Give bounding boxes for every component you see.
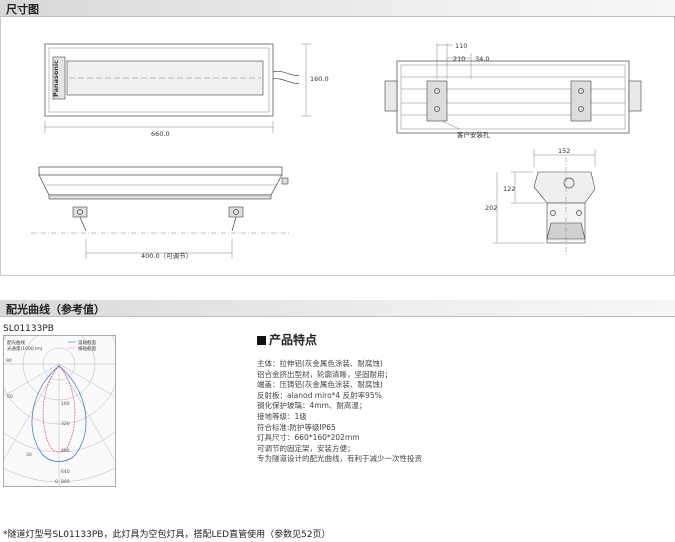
section-title-dimensions: 尺寸图 [6,3,39,16]
dim-110: 110 [455,42,467,50]
polar-ring-160: 160 [61,401,70,407]
feature-item: 反射板：alanod miro*4 反射率95% [257,390,382,400]
end-view: 152 122 202 [485,147,596,257]
feature-item: 端盖：压铸铝(灰金属色涂装、耐腐蚀) [257,380,383,390]
feature-item: 可调节的固定架，安装方便； [257,443,355,453]
technical-drawing-svg: Panasonic 160.0 660.0 [31,42,642,260]
dim-122: 122 [503,185,515,193]
polar-ring-480: 480 [61,448,70,454]
dim-length-660: 660.0 [151,130,170,138]
model-number: SL01133PB [3,324,54,334]
dim-210: 210 [453,55,465,63]
polar-angle-90: 90 [6,358,12,364]
dim-height-160: 160.0 [310,75,329,83]
legend-horizontal: 横轴截面 [78,345,96,352]
polar-ring-640: 640 [61,469,70,475]
feature-item: 铝合金挤出型材，轮廓清晰，坚固耐用； [257,369,392,379]
feature-item: 符合标准:防护等级IP65 [257,422,336,432]
feature-item: 接地等级：1级 [257,411,307,421]
legend-vertical: 竖轴截面 [78,339,96,346]
polar-ring-320: 320 [61,421,70,427]
feature-item: 钢化保护玻璃：4mm、耐高温； [257,401,367,411]
dim-height-202: 202 [485,204,497,212]
polar-angle-0: 0 [55,479,58,485]
brand-label: Panasonic [52,60,60,97]
features-list: 主体：拉伸铝(灰金属色涂装、耐腐蚀) 铝合金挤出型材，轮廓清晰，坚固耐用； 端盖… [257,359,422,465]
side-view: 400.0（可调节） [31,166,291,260]
polar-angle-30: 30 [26,452,32,458]
callout-mounting-hole: 客户安装孔 [457,130,490,139]
polar-angle-60: 60 [7,394,13,400]
front-view: 110 210 34.0 客户安装孔 [384,42,642,139]
dim-width-152: 152 [558,147,570,155]
polar-distribution-diagram: 配光曲线 光通量(1000 lm) 竖轴截面 横轴截面 160 320 480 … [0,245,178,487]
dim-340: 34.0 [475,55,489,63]
section-header-dimensions: 尺寸图 [0,0,675,17]
dim-length-400: 400.0（可调节） [141,251,192,260]
feature-item: 专为隧道设计的配光曲线，有利于减少一次性投资 [257,454,422,464]
feature-item: 主体：拉伸铝(灰金属色涂装、耐腐蚀) [257,359,383,368]
legend-flux: 光通量(1000 lm) [7,345,43,352]
dimension-drawings: Panasonic 160.0 660.0 [0,17,675,276]
polar-ring-800: 800 [61,479,70,485]
section-title-light-curve: 配光曲线（参考值） [6,303,105,316]
feature-item: 灯具尺寸：660*160*202mm [257,433,360,443]
features-title: 产品特点 [257,331,317,348]
footer-note: *隧道灯型号SL01133PB，此灯具为空包灯具，搭配LED直管使用（参数见52… [3,530,331,540]
bullet-square-icon [257,336,266,345]
top-view: Panasonic 160.0 660.0 [44,43,329,138]
section-header-light-curve: 配光曲线（参考值） [0,300,675,317]
polar-diagram-svg: 配光曲线 光通量(1000 lm) 竖轴截面 横轴截面 160 320 480 … [0,245,178,486]
legend-curve: 配光曲线 [7,339,25,346]
